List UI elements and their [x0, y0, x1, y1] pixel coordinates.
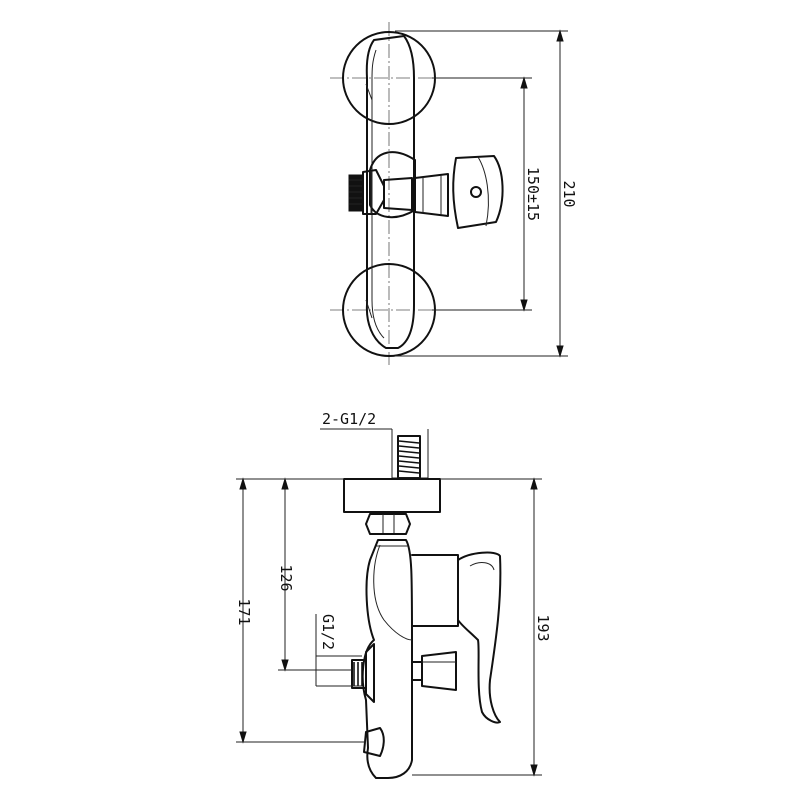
valve-body-top	[365, 35, 415, 349]
valve-stem-top	[383, 177, 413, 211]
lever-side	[457, 551, 502, 724]
indicator-dot	[470, 186, 482, 198]
handle-cone-top	[414, 173, 449, 217]
dim-label-inlet-thread: 2-G1/2	[322, 410, 376, 428]
arrow	[281, 659, 289, 672]
handle-cone-side	[421, 651, 457, 691]
handle-cone-facets	[422, 175, 442, 215]
body-curve	[373, 544, 413, 641]
side-view: 2-G1/2 G1/2	[235, 410, 552, 779]
dim-label-outlet-height: 171	[235, 598, 253, 625]
lever-side-inner	[469, 562, 495, 571]
wall-flange	[343, 478, 441, 513]
arrow	[520, 76, 528, 89]
lever-handle-top	[452, 155, 504, 229]
arrow	[281, 477, 289, 490]
inlet-thread-hatching	[398, 440, 420, 474]
lever-handle-inner	[477, 156, 489, 227]
top-view: 150±15 210	[330, 22, 578, 365]
handle-housing	[411, 554, 459, 627]
arrow	[520, 299, 528, 312]
body-inner-contour	[371, 49, 385, 339]
arrow	[239, 731, 247, 744]
body-inner-contour-2	[365, 83, 373, 319]
arrow	[530, 477, 538, 490]
outlet-cone-side	[365, 643, 375, 703]
dim-label-side-overall-height: 193	[534, 614, 552, 641]
dim-label-outlet-thread: G1/2	[319, 614, 337, 650]
spout-tip	[363, 727, 385, 757]
arrow	[530, 764, 538, 777]
arrow	[556, 29, 564, 42]
arrow	[239, 477, 247, 490]
dim-label-overall-height: 210	[560, 180, 578, 207]
dim-label-inlet-height: 126	[277, 564, 295, 591]
arrow	[556, 345, 564, 358]
hex-nut	[365, 513, 411, 535]
outlet-thread-hatching	[353, 662, 363, 686]
valve-body-side	[361, 539, 413, 779]
cartridge-housing	[369, 151, 416, 219]
stem-side	[411, 661, 423, 681]
dim-label-center-distance: 150±15	[524, 167, 542, 221]
